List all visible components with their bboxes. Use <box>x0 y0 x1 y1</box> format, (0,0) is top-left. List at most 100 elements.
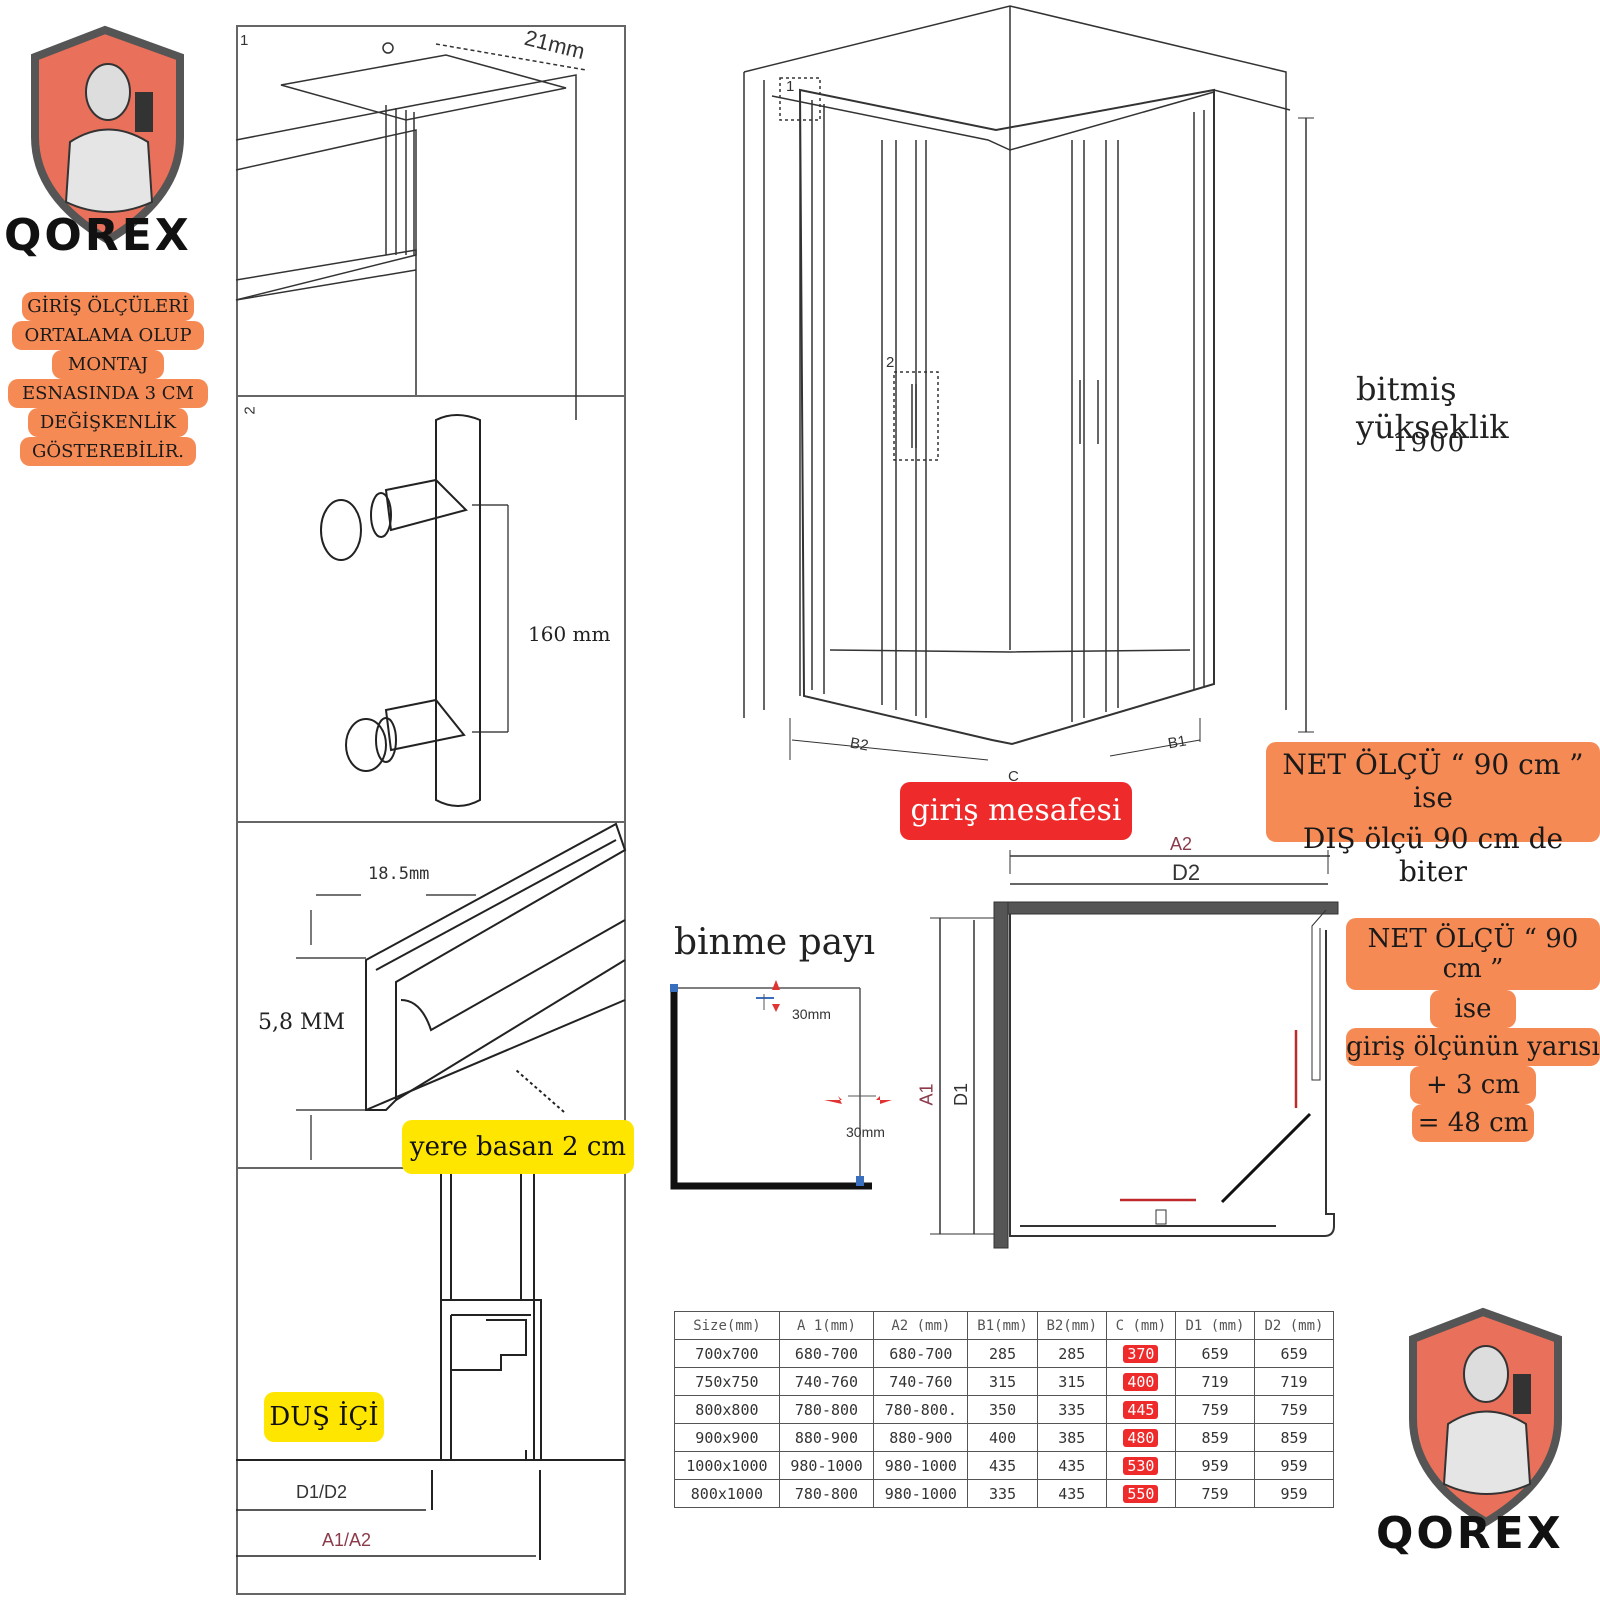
table-cell: 759 <box>1175 1479 1255 1508</box>
net-entry-note: NET ÖLÇÜ “ 90 cm ” ise giriş ölçünün yar… <box>1346 918 1600 1142</box>
net-entry-line: + 3 cm <box>1410 1066 1536 1104</box>
c-value-badge: 370 <box>1123 1344 1159 1363</box>
table-cell: 959 <box>1253 1479 1335 1508</box>
iso-label-c: C <box>1008 768 1019 785</box>
table-cell: 480 <box>1105 1423 1177 1452</box>
net-entry-line: ise <box>1430 990 1516 1028</box>
detail-3-profile <box>296 822 627 1160</box>
finished-height-value: 1900 <box>1392 428 1467 458</box>
tolerance-line: GİRİŞ ÖLÇÜLERİ <box>22 292 194 321</box>
table-cell: 859 <box>1253 1423 1335 1452</box>
table-header-cell: A 1(mm) <box>778 1311 875 1340</box>
tolerance-line: MONTAJ <box>52 350 164 379</box>
table-cell: 285 <box>1036 1339 1107 1368</box>
iso-label-b2: B2 <box>848 734 870 755</box>
table-cell: 800x800 <box>674 1395 780 1424</box>
entry-distance-badge: giriş mesafesi <box>900 782 1132 840</box>
overlap-title: binme payı <box>674 922 875 963</box>
table-cell: 400 <box>967 1423 1038 1452</box>
iso-label-b1: B1 <box>1166 732 1188 753</box>
table-cell: 315 <box>967 1367 1038 1396</box>
plan-label-d1: D1 <box>951 1082 972 1107</box>
c-value-badge: 400 <box>1123 1372 1159 1391</box>
tolerance-line: ORTALAMA OLUP <box>12 321 204 350</box>
brand-name-bottom: QOREX <box>1376 1508 1564 1559</box>
iso-cabin-drawing <box>743 5 1314 761</box>
table-cell: 780-800 <box>778 1395 875 1424</box>
table-cell: 700x700 <box>674 1339 780 1368</box>
tolerance-line: GÖSTEREBİLİR. <box>20 437 196 466</box>
table-cell: 445 <box>1105 1395 1177 1424</box>
table-cell: 335 <box>1036 1395 1107 1424</box>
tolerance-line: DEĞİŞKENLİK <box>28 408 188 437</box>
table-cell: 959 <box>1253 1451 1335 1480</box>
c-value-badge: 445 <box>1123 1400 1159 1419</box>
table-header-cell: D1 (mm) <box>1175 1311 1255 1340</box>
table-cell: 719 <box>1175 1367 1255 1396</box>
overlap-diagram <box>670 980 892 1190</box>
table-header-cell: A2 (mm) <box>873 1311 969 1340</box>
detail-column <box>235 25 627 1595</box>
table-header-cell: Size(mm) <box>674 1311 780 1340</box>
table-cell: 350 <box>967 1395 1038 1424</box>
floor-contact-badge: yere basan 2 cm <box>402 1120 634 1174</box>
c-value-badge: 480 <box>1123 1428 1159 1447</box>
overlap-dim-side: 30mm <box>846 1124 885 1140</box>
table-cell: 285 <box>967 1339 1038 1368</box>
table-cell: 959 <box>1175 1451 1255 1480</box>
detail-2-handle <box>320 414 509 807</box>
table-cell: 435 <box>967 1451 1038 1480</box>
table-cell: 900x900 <box>674 1423 780 1452</box>
detail-2-dim: 160 mm <box>528 622 611 646</box>
table-cell: 719 <box>1253 1367 1335 1396</box>
table-cell: 750x750 <box>674 1367 780 1396</box>
net-entry-line: = 48 cm <box>1412 1104 1534 1142</box>
table-cell: 530 <box>1105 1451 1177 1480</box>
plan-view-drawing <box>930 850 1339 1249</box>
net-entry-line: NET ÖLÇÜ “ 90 cm ” <box>1346 918 1600 990</box>
table-cell: 680-700 <box>778 1339 875 1368</box>
finished-height-label: bitmiş yükseklik <box>1356 370 1509 446</box>
detail-3-dim-top: 18.5mm <box>368 864 430 884</box>
table-cell: 370 <box>1105 1339 1177 1368</box>
detail-2-number: 2 <box>241 406 259 415</box>
detail-4-section <box>236 1170 625 1560</box>
table-header-cell: B1(mm) <box>967 1311 1038 1340</box>
table-cell: 659 <box>1253 1339 1335 1368</box>
table-cell: 759 <box>1175 1395 1255 1424</box>
detail-4-a-label: A1/A2 <box>322 1530 372 1550</box>
net-outer-line: NET ÖLÇÜ “ 90 cm ” ise <box>1282 748 1584 814</box>
table-cell: 980-1000 <box>778 1451 875 1480</box>
detail-3-dim-side: 5,8 MM <box>258 1010 346 1035</box>
table-cell: 680-700 <box>873 1339 969 1368</box>
table-cell: 800x1000 <box>674 1479 780 1508</box>
size-spec-table: Size(mm) A 1(mm) A2 (mm) B1(mm) B2(mm) C… <box>674 1311 1335 1508</box>
tolerance-note: GİRİŞ ÖLÇÜLERİ ORTALAMA OLUP MONTAJ ESNA… <box>8 292 208 466</box>
qorex-logo-top <box>31 25 184 245</box>
table-cell: 1000x1000 <box>674 1451 780 1480</box>
overlap-dim-top: 30mm <box>792 1006 831 1022</box>
net-outer-line: DIŞ ölçü 90 cm de biter <box>1302 822 1564 888</box>
inside-badge: DUŞ İÇİ <box>264 1392 384 1442</box>
table-cell: 859 <box>1175 1423 1255 1452</box>
table-cell: 385 <box>1036 1423 1107 1452</box>
table-cell: 400 <box>1105 1367 1177 1396</box>
detail-1-profile <box>235 42 587 420</box>
table-cell: 759 <box>1253 1395 1335 1424</box>
brand-name-top: QOREX <box>4 210 192 261</box>
iso-label-2: 2 <box>886 354 895 371</box>
table-cell: 780-800. <box>873 1395 969 1424</box>
tolerance-line: ESNASINDA 3 CM <box>8 379 208 408</box>
table-cell: 435 <box>1036 1479 1107 1508</box>
plan-label-a1: A1 <box>916 1083 937 1106</box>
table-header-row: Size(mm) A 1(mm) A2 (mm) B1(mm) B2(mm) C… <box>674 1311 1335 1340</box>
c-value-badge: 530 <box>1123 1456 1159 1475</box>
detail-4-d-label: D1/D2 <box>296 1482 348 1502</box>
c-value-badge: 550 <box>1123 1484 1159 1503</box>
